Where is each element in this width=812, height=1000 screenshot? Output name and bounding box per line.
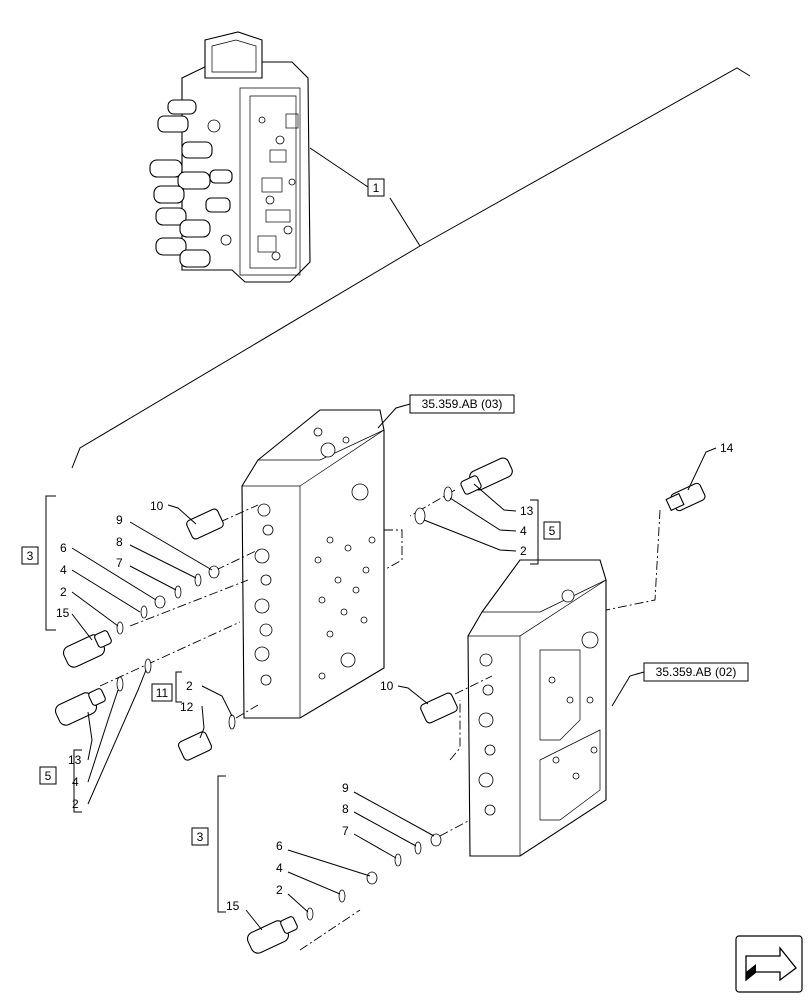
seal-4-right — [443, 486, 453, 502]
seal-2-right — [414, 507, 426, 525]
plug-6-lower — [366, 871, 378, 885]
label-2-right: 2 — [520, 544, 527, 558]
fitting-10-upper — [186, 508, 224, 540]
label-14: 14 — [720, 441, 734, 455]
callout-5-right: 5 — [549, 524, 556, 538]
callout-11: 11 — [156, 686, 169, 700]
cartridge-15-lower — [246, 916, 298, 954]
label-4-left: 4 — [72, 775, 79, 789]
label-2-mid: 2 — [186, 679, 193, 693]
callout-box-1 — [367, 178, 385, 197]
plug-13-right — [460, 457, 513, 495]
label-9-lower: 9 — [342, 781, 349, 795]
reference-box-02 — [643, 662, 749, 682]
seal-2-mid — [228, 714, 236, 730]
seal-2-upper — [116, 621, 124, 635]
leader-lines — [71, 403, 717, 931]
cartridge-13-left — [54, 688, 106, 726]
callout-1: 1 — [373, 181, 380, 195]
plug-6-upper — [154, 595, 166, 609]
plug-9-upper — [208, 565, 220, 579]
label-4-lower: 4 — [276, 861, 283, 875]
seal-4-left — [116, 676, 124, 692]
reference-box-03 — [409, 394, 515, 414]
callout-box-11 — [151, 683, 173, 702]
fitting-14 — [665, 482, 706, 512]
seal-8-upper — [194, 573, 202, 587]
callout-box-5-left — [39, 766, 57, 785]
seal-7-upper — [174, 585, 182, 599]
callout-3-bottom: 3 — [197, 830, 204, 844]
control-valve-assembly — [149, 31, 311, 283]
label-15-upper: 15 — [56, 606, 70, 620]
reference-02: 35.359.AB (02) — [656, 665, 737, 679]
label-2-lower: 2 — [276, 883, 283, 897]
label-6-upper: 6 — [60, 541, 67, 555]
label-13-right: 13 — [520, 504, 534, 518]
callout-3-top: 3 — [27, 549, 34, 563]
label-4-right: 4 — [520, 524, 527, 538]
seal-2-lower — [306, 907, 314, 921]
callout-box-3-top — [21, 546, 39, 565]
plug-12 — [177, 731, 213, 761]
callout-box-5-right — [543, 521, 561, 540]
label-4-upper: 4 — [60, 563, 67, 577]
label-15-lower: 15 — [226, 899, 240, 913]
seal-4-lower — [338, 889, 346, 903]
seal-4-upper — [140, 605, 148, 619]
spool-caps — [149, 99, 233, 268]
label-10-upper: 10 — [150, 499, 164, 513]
label-8-upper: 8 — [116, 535, 123, 549]
label-8-lower: 8 — [342, 802, 349, 816]
label-6-lower: 6 — [276, 839, 283, 853]
cartridge-15-upper — [62, 630, 112, 668]
label-10-lower: 10 — [380, 679, 394, 693]
brackets — [45, 495, 539, 913]
label-7-upper: 7 — [116, 556, 123, 570]
label-2-left: 2 — [72, 797, 79, 811]
fitting-10-lower — [420, 692, 458, 724]
callout-box-3-bottom — [191, 827, 209, 846]
label-7-lower: 7 — [342, 824, 349, 838]
label-12-mid: 12 — [180, 700, 194, 714]
navigation-arrow-icon[interactable] — [735, 935, 803, 993]
label-13-left: 13 — [68, 753, 82, 767]
label-2-upper: 2 — [60, 585, 67, 599]
seal-7-lower — [394, 853, 402, 867]
plug-9-lower — [430, 833, 442, 847]
label-9-upper: 9 — [116, 513, 123, 527]
valve-section-03 — [241, 409, 385, 719]
callout-5-left: 5 — [45, 769, 52, 783]
reference-03: 35.359.AB (03) — [422, 397, 503, 411]
valve-section-02 — [467, 559, 607, 857]
seal-8-lower — [414, 841, 422, 855]
seal-2-left — [144, 658, 152, 674]
